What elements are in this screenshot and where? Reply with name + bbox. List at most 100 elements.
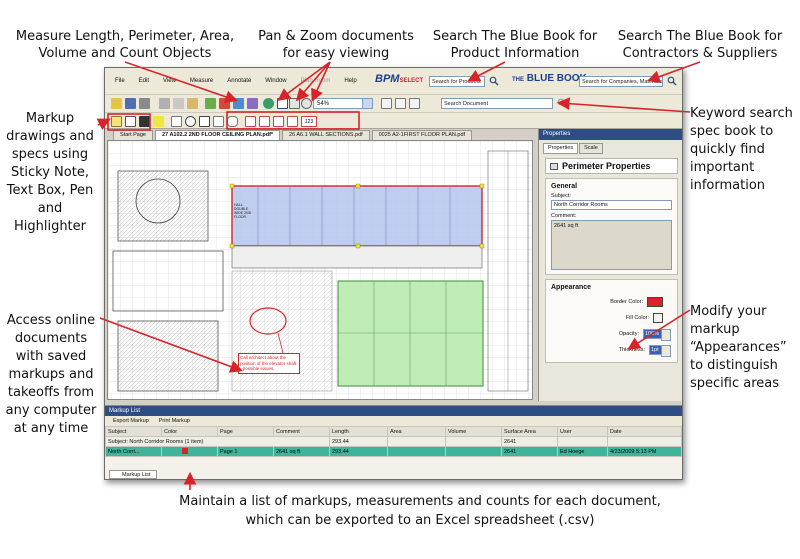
main-toolbar: 54% Search Document bbox=[105, 94, 682, 112]
paste-icon[interactable] bbox=[187, 98, 198, 109]
col-area[interactable]: Area bbox=[387, 426, 446, 437]
menu-view[interactable]: View bbox=[163, 78, 176, 84]
table-row[interactable]: North Corri... Page 1 2641 sq ft 293.44 … bbox=[105, 446, 682, 457]
fit-width-icon[interactable] bbox=[395, 98, 406, 109]
markup-list-bottom-tab[interactable]: Markup List bbox=[109, 470, 158, 479]
col-page[interactable]: Page bbox=[217, 426, 274, 437]
col-subject[interactable]: Subject bbox=[105, 426, 162, 437]
polygon-icon[interactable] bbox=[213, 116, 224, 127]
properties-tabs: Properties Scale bbox=[539, 140, 682, 154]
row-surface-cell: 2641 bbox=[501, 446, 558, 457]
sticky-note-comment[interactable]: Call architect about the position of the… bbox=[238, 353, 300, 374]
row-length-cell: 293.44 bbox=[329, 446, 388, 457]
tab-ceiling-plan[interactable]: 27 A102.2 2ND FLOOR CEILING PLAN.pdf* bbox=[155, 130, 281, 140]
col-user[interactable]: User bbox=[557, 426, 608, 437]
thickness-stepper[interactable]: 1pt bbox=[649, 345, 671, 357]
zoom-icon[interactable] bbox=[301, 98, 312, 109]
group-date-cell bbox=[607, 436, 682, 447]
measure-volume-icon[interactable] bbox=[247, 98, 258, 109]
count-tool-icon[interactable]: 123 bbox=[301, 116, 317, 127]
menu-plan-room[interactable]: Plan Room bbox=[300, 78, 331, 84]
col-comment[interactable]: Comment bbox=[273, 426, 330, 437]
save-icon[interactable] bbox=[125, 98, 136, 109]
print-icon[interactable] bbox=[139, 98, 150, 109]
menu-edit[interactable]: Edit bbox=[138, 78, 150, 84]
tab-start-page[interactable]: Start Page bbox=[113, 130, 153, 140]
group-area-cell bbox=[387, 436, 446, 447]
callout-appearances: Modify your markup “Appearances” to dist… bbox=[690, 304, 787, 391]
export-markup-button[interactable]: Export Markup bbox=[113, 418, 149, 424]
search-document-icon[interactable] bbox=[557, 98, 567, 108]
border-color-swatch[interactable] bbox=[647, 297, 663, 307]
text-box-icon[interactable] bbox=[125, 116, 136, 127]
menu-measure[interactable]: Measure bbox=[189, 78, 214, 84]
general-title: General bbox=[551, 183, 578, 190]
table-group-row[interactable]: Subject: North Corridor Rooms (1 item) 2… bbox=[105, 436, 682, 447]
menu-help[interactable]: Help bbox=[344, 78, 357, 84]
green-markup-area[interactable] bbox=[337, 280, 484, 387]
rotate-icon[interactable] bbox=[409, 98, 420, 109]
print-markup-button[interactable]: Print Markup bbox=[158, 418, 190, 424]
measure-length-tool-icon[interactable] bbox=[245, 116, 256, 127]
properties-header: Properties bbox=[539, 129, 682, 140]
group-subject-cell: Subject: North Corridor Rooms (1 item) bbox=[105, 436, 330, 447]
blue-markup-area[interactable] bbox=[231, 185, 483, 247]
measure-length-icon[interactable] bbox=[205, 98, 216, 109]
cut-icon[interactable] bbox=[159, 98, 170, 109]
zoom-level-select[interactable]: 54% bbox=[313, 98, 373, 109]
floor-plan-drawing[interactable] bbox=[108, 141, 533, 400]
measure-area-icon[interactable] bbox=[219, 98, 230, 109]
ellipse-icon[interactable] bbox=[185, 116, 196, 127]
opacity-row: Opacity:100% bbox=[551, 326, 671, 342]
elevator-circle-markup[interactable] bbox=[249, 307, 287, 335]
markup-list-panel: Markup List Export Markup Print Markup S… bbox=[105, 405, 682, 479]
highlighter-icon[interactable] bbox=[153, 116, 164, 127]
subject-input[interactable]: North Corridor Rooms bbox=[551, 200, 672, 210]
row-color-cell bbox=[161, 446, 218, 457]
tab-scale[interactable]: Scale bbox=[579, 143, 603, 154]
room-label: HALL DOUBLE WIDE 2ND FLOOR bbox=[234, 203, 252, 219]
open-folder-icon[interactable] bbox=[111, 98, 122, 109]
menu-annotate[interactable]: Annotate bbox=[227, 78, 252, 84]
col-surface-area[interactable]: Surface Area bbox=[501, 426, 558, 437]
callout-search-contractors: Search The Blue Book for Contractors & S… bbox=[617, 29, 783, 61]
tab-first-floor-plan[interactable]: 0025 A2-1FIRST FLOOR PLAN.pdf bbox=[371, 130, 473, 140]
drawing-canvas[interactable]: Call architect about the position of the… bbox=[107, 140, 533, 400]
line-icon[interactable] bbox=[171, 116, 182, 127]
col-date[interactable]: Date bbox=[607, 426, 682, 437]
fit-page-icon[interactable] bbox=[381, 98, 392, 109]
row-area-cell bbox=[387, 446, 446, 457]
pan-hand-icon[interactable] bbox=[289, 98, 300, 109]
markup-list-header: Markup List bbox=[105, 406, 682, 416]
rectangle-icon[interactable] bbox=[199, 116, 210, 127]
border-color-row: Border Color: bbox=[551, 294, 663, 310]
copy-icon[interactable] bbox=[173, 98, 184, 109]
search-products-icon[interactable] bbox=[489, 76, 499, 86]
globe-icon[interactable] bbox=[263, 98, 274, 109]
sticky-note-icon[interactable] bbox=[111, 116, 122, 127]
menu-window[interactable]: Window bbox=[265, 78, 287, 84]
select-tool-icon[interactable] bbox=[277, 98, 288, 109]
row-date-cell: 4/23/2009 5:13 PM bbox=[607, 446, 682, 457]
measure-perimeter-tool-icon[interactable] bbox=[259, 116, 270, 127]
search-document-input[interactable]: Search Document bbox=[441, 98, 553, 109]
appearance-title: Appearance bbox=[551, 284, 592, 291]
col-length[interactable]: Length bbox=[329, 426, 388, 437]
col-color[interactable]: Color bbox=[161, 426, 218, 437]
measure-volume-tool-icon[interactable] bbox=[287, 116, 298, 127]
opacity-stepper[interactable]: 100% bbox=[643, 329, 671, 341]
tab-wall-sections[interactable]: 26 A6.1 WALL SECTIONS.pdf bbox=[282, 130, 370, 140]
pen-icon[interactable] bbox=[139, 116, 150, 127]
search-products-input[interactable]: Search for Products bbox=[429, 76, 485, 87]
fill-color-swatch[interactable] bbox=[653, 313, 663, 323]
tab-properties[interactable]: Properties bbox=[543, 143, 579, 154]
menu-file[interactable]: File bbox=[115, 78, 125, 84]
measure-count-icon[interactable] bbox=[233, 98, 244, 109]
search-companies-icon[interactable] bbox=[667, 76, 677, 86]
col-volume[interactable]: Volume bbox=[445, 426, 502, 437]
comment-textarea[interactable]: 2641 sq ft bbox=[551, 220, 672, 270]
measure-area-tool-icon[interactable] bbox=[273, 116, 284, 127]
callout-measure: Measure Length, Perimeter, Area, Volume … bbox=[15, 29, 235, 61]
cloud-icon[interactable] bbox=[227, 116, 238, 127]
search-companies-input[interactable]: Search for Companies, Materials bbox=[579, 76, 663, 87]
